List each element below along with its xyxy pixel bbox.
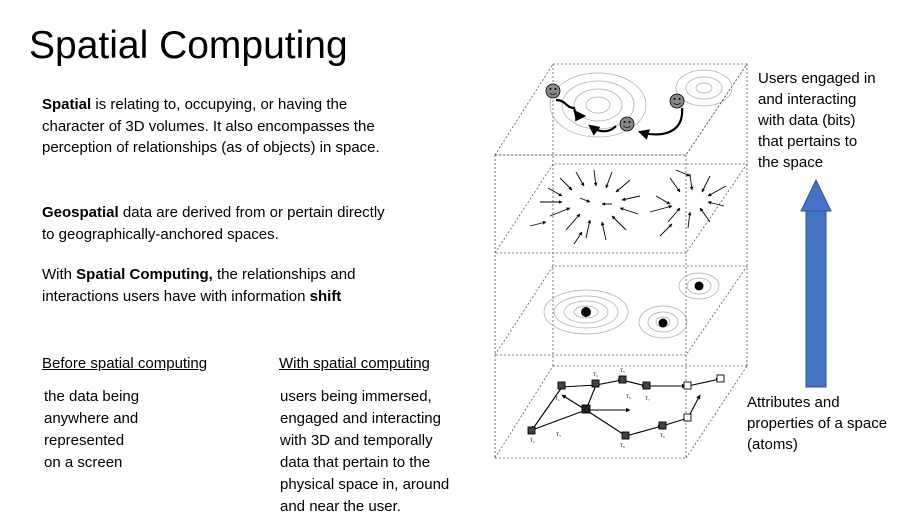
node-label: T₈: [620, 444, 625, 449]
field-arrow: [622, 196, 640, 200]
field-arrow: [688, 212, 690, 228]
dark-center: [581, 307, 591, 317]
field-arrow: [560, 178, 572, 190]
field-arrow: [708, 202, 724, 206]
node-label: T₅: [620, 369, 625, 374]
network-edge: [596, 380, 622, 385]
vector-field-layer: [530, 170, 726, 244]
layer-3-boundary: [495, 266, 747, 355]
network-edge: [532, 387, 562, 430]
node-label: T₂: [530, 439, 535, 444]
node-label: T₄: [593, 373, 598, 378]
node-label: T₆: [626, 395, 631, 400]
field-arrow: [566, 214, 580, 230]
field-arrow: [670, 178, 680, 192]
dark-center: [659, 319, 668, 328]
node-label: T₇: [645, 397, 650, 402]
field-arrow: [702, 176, 710, 192]
contour-ring: [676, 70, 732, 106]
node-label: T₁: [555, 397, 560, 402]
network-node: [643, 382, 650, 389]
trajectory-arrow: [640, 108, 682, 134]
smiley-icon: [546, 84, 560, 98]
network-node: [528, 427, 535, 434]
contour-ring: [696, 83, 712, 93]
node-label: T₃: [556, 433, 561, 438]
trajectory-arrow: [556, 100, 584, 116]
up-arrow-icon: [801, 180, 831, 387]
field-arrow: [616, 180, 630, 192]
field-arrow: [612, 216, 626, 230]
network-node: [558, 382, 565, 389]
network-node: [619, 376, 626, 383]
network-node: [659, 422, 666, 429]
field-arrow: [576, 172, 584, 186]
field-arrow: [594, 170, 596, 186]
user-trajectories: [556, 100, 682, 134]
smiley-icon: [670, 94, 684, 108]
network-node: [582, 405, 590, 413]
field-arrow: [708, 186, 726, 196]
attractor-layer: [544, 273, 719, 338]
dark-center: [695, 282, 704, 291]
field-arrow: [676, 170, 690, 176]
network-edge: [562, 385, 596, 387]
field-arrow: [548, 188, 562, 196]
network-edge: [626, 426, 662, 436]
node-label: T₉: [660, 434, 665, 439]
network-edge: [688, 379, 720, 386]
field-arrow: [586, 220, 590, 238]
network-edge: [586, 410, 626, 436]
field-arrow: [580, 198, 590, 202]
contour-ring: [586, 97, 610, 113]
user-smileys: [546, 84, 684, 131]
field-arrow: [620, 208, 638, 214]
field-arrow: [690, 174, 692, 190]
field-arrow: [668, 208, 680, 222]
network-node: [684, 414, 691, 421]
field-arrow: [602, 222, 606, 240]
field-arrow: [650, 206, 672, 212]
field-arrow: [606, 172, 612, 188]
network-node: [592, 380, 599, 387]
network-node: [622, 432, 629, 439]
network-node: [717, 375, 724, 382]
field-arrow: [530, 222, 546, 226]
network-edge: [532, 410, 586, 430]
smiley-icon: [620, 117, 634, 131]
contour-ring: [686, 77, 722, 99]
network-node: [684, 382, 691, 389]
field-arrow: [700, 208, 710, 222]
field-arrow: [656, 196, 670, 204]
field-arrow: [574, 232, 582, 244]
field-arrow: [660, 224, 672, 236]
